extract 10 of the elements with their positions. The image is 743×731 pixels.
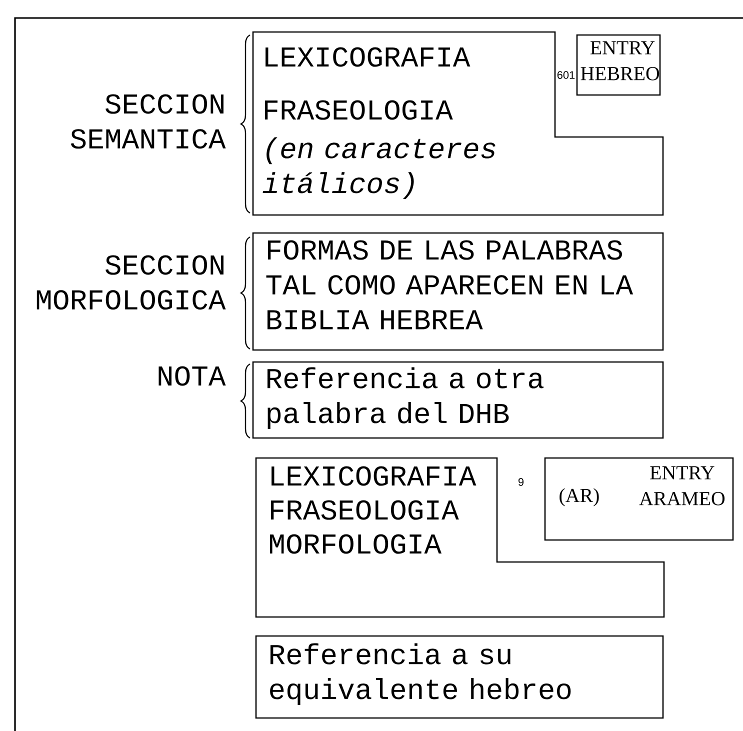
reference-number: 601 [557,71,575,79]
section-label: SECCION MORFOLOGICA [36,255,226,310]
section-label: SECCION SEMANTICA [70,94,226,149]
text-box: Referencia a otra palabra del DHB [252,361,664,439]
text-box: FORMAS DE LAS PALABRAS TAL COMO APARECEN EN LA BIBLIA HEBREA [252,232,664,351]
section-label: NOTA [158,366,226,386]
text-box: (AR) ENTRY ARAMEO [544,457,734,541]
reference-number: 9 [518,478,524,486]
text-box: Referencia a su equivalente hebreo [255,635,664,719]
text-box: ENTRY HEBREO [576,34,661,96]
